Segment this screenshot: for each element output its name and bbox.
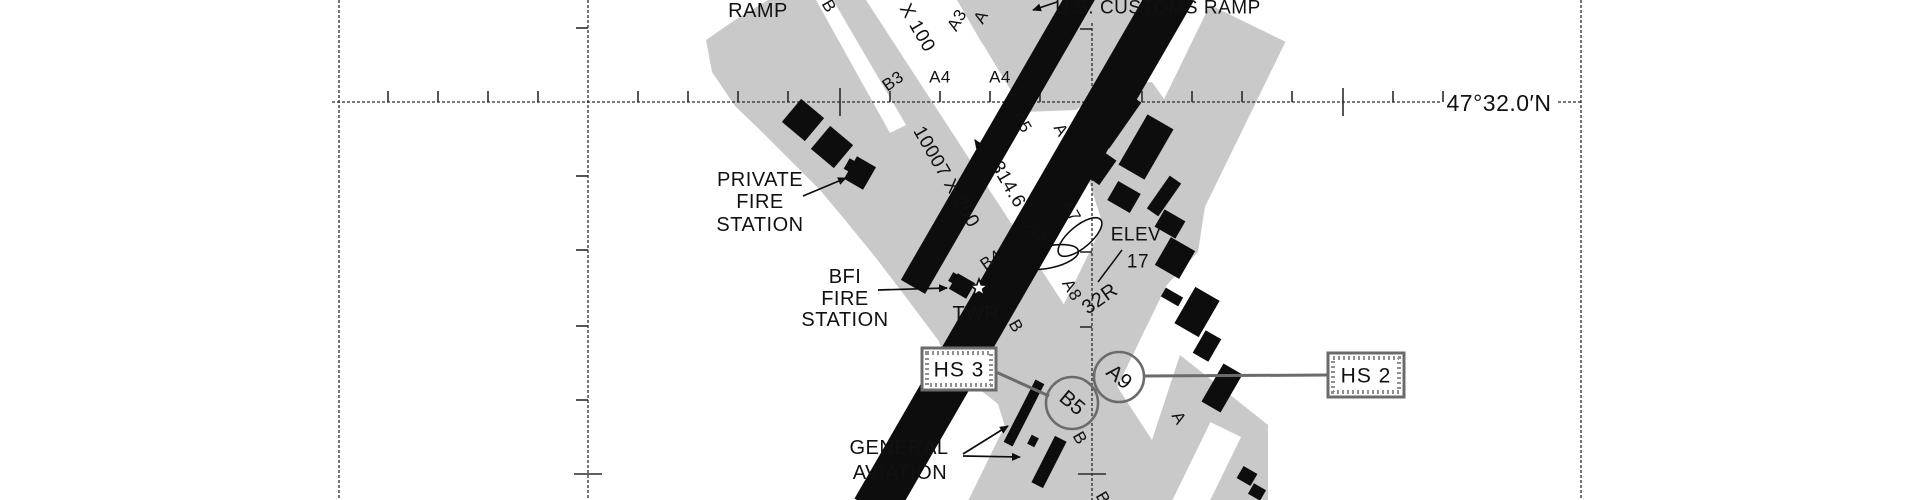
tower-label: TWR <box>952 303 999 325</box>
building <box>1031 435 1067 489</box>
building <box>1107 180 1141 214</box>
hotspot-box-hs2-label: HS 2 <box>1341 365 1392 388</box>
building <box>1118 114 1174 180</box>
arrow-general-aviation-1 <box>962 425 1009 455</box>
arrow-us-customs-ramp <box>1032 1 1058 12</box>
building <box>1084 85 1142 149</box>
hotspot-circle-a9 <box>1092 350 1146 404</box>
taxiway-a4-label-2: A4 <box>989 68 1011 87</box>
building <box>1003 379 1045 447</box>
private-fire-station-label-3: STATION <box>716 214 803 236</box>
arrow-runway-heading <box>974 139 998 174</box>
building <box>843 158 859 174</box>
hotspot-box-hs3-label: HS 3 <box>934 359 985 382</box>
customs-ramp-apron <box>952 0 1180 112</box>
taxiway-b-label-cut: B <box>1092 488 1114 500</box>
building <box>1174 286 1220 338</box>
arrow-bfi-fire-station <box>877 284 948 293</box>
threshold-symbol-2 <box>1018 243 1080 271</box>
arrow-general-aviation-2 <box>962 452 1021 461</box>
hotspot-box-hs2 <box>1326 351 1406 399</box>
leader-elev-threshold <box>1097 249 1123 283</box>
building <box>1236 465 1258 487</box>
elev-value-label: 17 <box>1127 252 1149 273</box>
general-aviation-label-2: AVIATION <box>853 462 947 484</box>
hotspot-box-hs3-dotted-border <box>925 351 993 387</box>
runway-14l-32r <box>900 0 1106 294</box>
threshold-symbol-1 <box>1057 216 1103 258</box>
building <box>1027 434 1039 448</box>
building <box>1192 330 1222 362</box>
building <box>810 125 854 169</box>
taxiway-a4-label-1: A4 <box>929 68 951 87</box>
arrow-private-fire-station <box>802 177 847 197</box>
runway-dim-x100-label: X 100 <box>895 0 939 56</box>
bfi-fire-station-label-3: STATION <box>801 309 888 331</box>
leader-hs3-to-b5 <box>995 370 1050 398</box>
building <box>1079 146 1117 186</box>
ramp-label: RAMP <box>728 0 788 22</box>
latitude-label: 47°32.0′N <box>1447 90 1552 116</box>
building <box>1146 175 1182 217</box>
building <box>843 156 877 190</box>
building-layer <box>781 85 1267 500</box>
taxiway-a-band <box>964 4 1286 500</box>
white-slot-west <box>816 0 906 133</box>
us-customs-ramp-label: U.S. CUSTOMS RAMP <box>1055 0 1261 19</box>
bfi-fire-station-label-2: FIRE <box>821 288 869 310</box>
building <box>948 272 962 286</box>
leader-a9-to-hs2 <box>1143 373 1329 378</box>
private-fire-station-label-2: FIRE <box>736 191 784 213</box>
building <box>1154 209 1186 239</box>
elev-label: ELEV <box>1111 225 1162 246</box>
building <box>781 98 825 142</box>
hotspot-circle-b5 <box>1044 375 1100 431</box>
tower-star-symbol <box>968 276 990 298</box>
general-aviation-label-1: GENERAL <box>849 437 948 459</box>
white-notch-southeast <box>1170 422 1242 500</box>
building <box>1154 237 1196 279</box>
building <box>1160 287 1184 307</box>
building <box>1247 483 1267 500</box>
bfi-fire-station-label-1: BFI <box>829 266 862 288</box>
private-fire-station-label-1: PRIVATE <box>717 169 803 191</box>
